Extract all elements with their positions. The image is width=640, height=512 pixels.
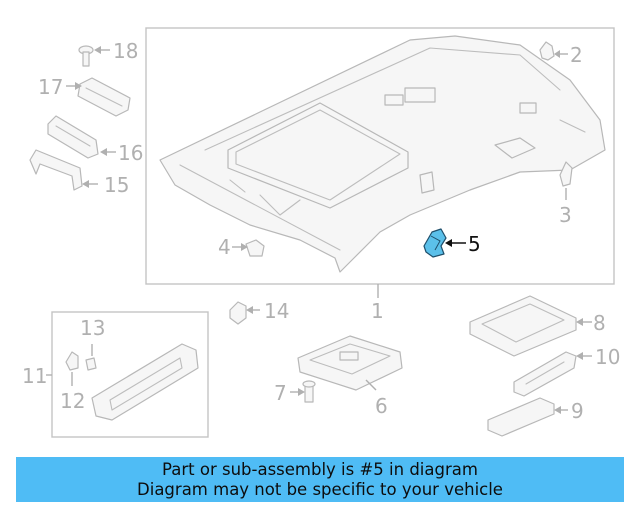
part-9-cover bbox=[487, 397, 555, 437]
part-8-lamp-housing bbox=[469, 295, 577, 357]
banner-line-2: Diagram may not be specific to your vehi… bbox=[137, 479, 503, 499]
callout-11[interactable]: 11 bbox=[22, 364, 47, 388]
callout-7[interactable]: 7 bbox=[274, 381, 287, 405]
arrow-4 bbox=[241, 243, 248, 251]
part-sunvisor bbox=[91, 343, 199, 421]
arrow-10 bbox=[576, 352, 583, 360]
part-3-clip bbox=[559, 161, 573, 187]
arrow-18 bbox=[94, 46, 101, 54]
arrow-7 bbox=[298, 388, 305, 396]
callout-1[interactable]: 1 bbox=[371, 299, 384, 323]
headliner-frame bbox=[145, 27, 615, 285]
arrow-15 bbox=[82, 180, 89, 188]
arrow-14 bbox=[246, 306, 253, 314]
arrow-5 bbox=[445, 239, 452, 247]
part-4-clip bbox=[245, 239, 265, 257]
callout-12[interactable]: 12 bbox=[60, 389, 85, 413]
part-7-bolt bbox=[302, 380, 316, 403]
banner-line-1: Part or sub-assembly is #5 in diagram bbox=[162, 459, 478, 479]
callout-6[interactable]: 6 bbox=[375, 394, 388, 418]
parts-diagram: 5 1 2 3 4 18 17 16 bbox=[22, 27, 620, 438]
callout-2[interactable]: 2 bbox=[570, 43, 583, 67]
callout-10[interactable]: 10 bbox=[595, 345, 620, 369]
part-2-clip bbox=[539, 41, 555, 61]
arrow-2 bbox=[554, 50, 560, 58]
part-16-bracket bbox=[47, 115, 99, 159]
arrow-8 bbox=[576, 318, 583, 326]
callout-5[interactable]: 5 bbox=[468, 232, 481, 256]
callout-13[interactable]: 13 bbox=[80, 316, 105, 340]
callout-3[interactable]: 3 bbox=[559, 203, 572, 227]
part-5-clip[interactable] bbox=[423, 228, 447, 258]
part-6-console bbox=[297, 335, 403, 391]
callout-17[interactable]: 17 bbox=[38, 75, 63, 99]
part-13-clip bbox=[85, 357, 97, 371]
callout-14[interactable]: 14 bbox=[264, 299, 289, 323]
part-17-bracket bbox=[77, 77, 131, 117]
arrow-17 bbox=[75, 82, 82, 90]
arrow-16 bbox=[100, 148, 107, 156]
callout-4[interactable]: 4 bbox=[218, 235, 231, 259]
callout-8[interactable]: 8 bbox=[593, 311, 606, 335]
callout-16[interactable]: 16 bbox=[118, 141, 143, 165]
arrow-9 bbox=[554, 406, 561, 414]
part-14-clip bbox=[229, 301, 247, 325]
part-15-grab-handle bbox=[29, 149, 83, 191]
part-10-lens bbox=[513, 351, 577, 397]
callout-15[interactable]: 15 bbox=[104, 173, 129, 197]
part-12-clip bbox=[65, 351, 79, 371]
callout-9[interactable]: 9 bbox=[571, 399, 584, 423]
info-banner: Part or sub-assembly is #5 in diagram Di… bbox=[16, 457, 624, 502]
callout-18[interactable]: 18 bbox=[113, 39, 138, 63]
part-18-screw bbox=[78, 45, 94, 67]
headliner-panel bbox=[159, 35, 606, 273]
leader-6 bbox=[365, 379, 377, 391]
